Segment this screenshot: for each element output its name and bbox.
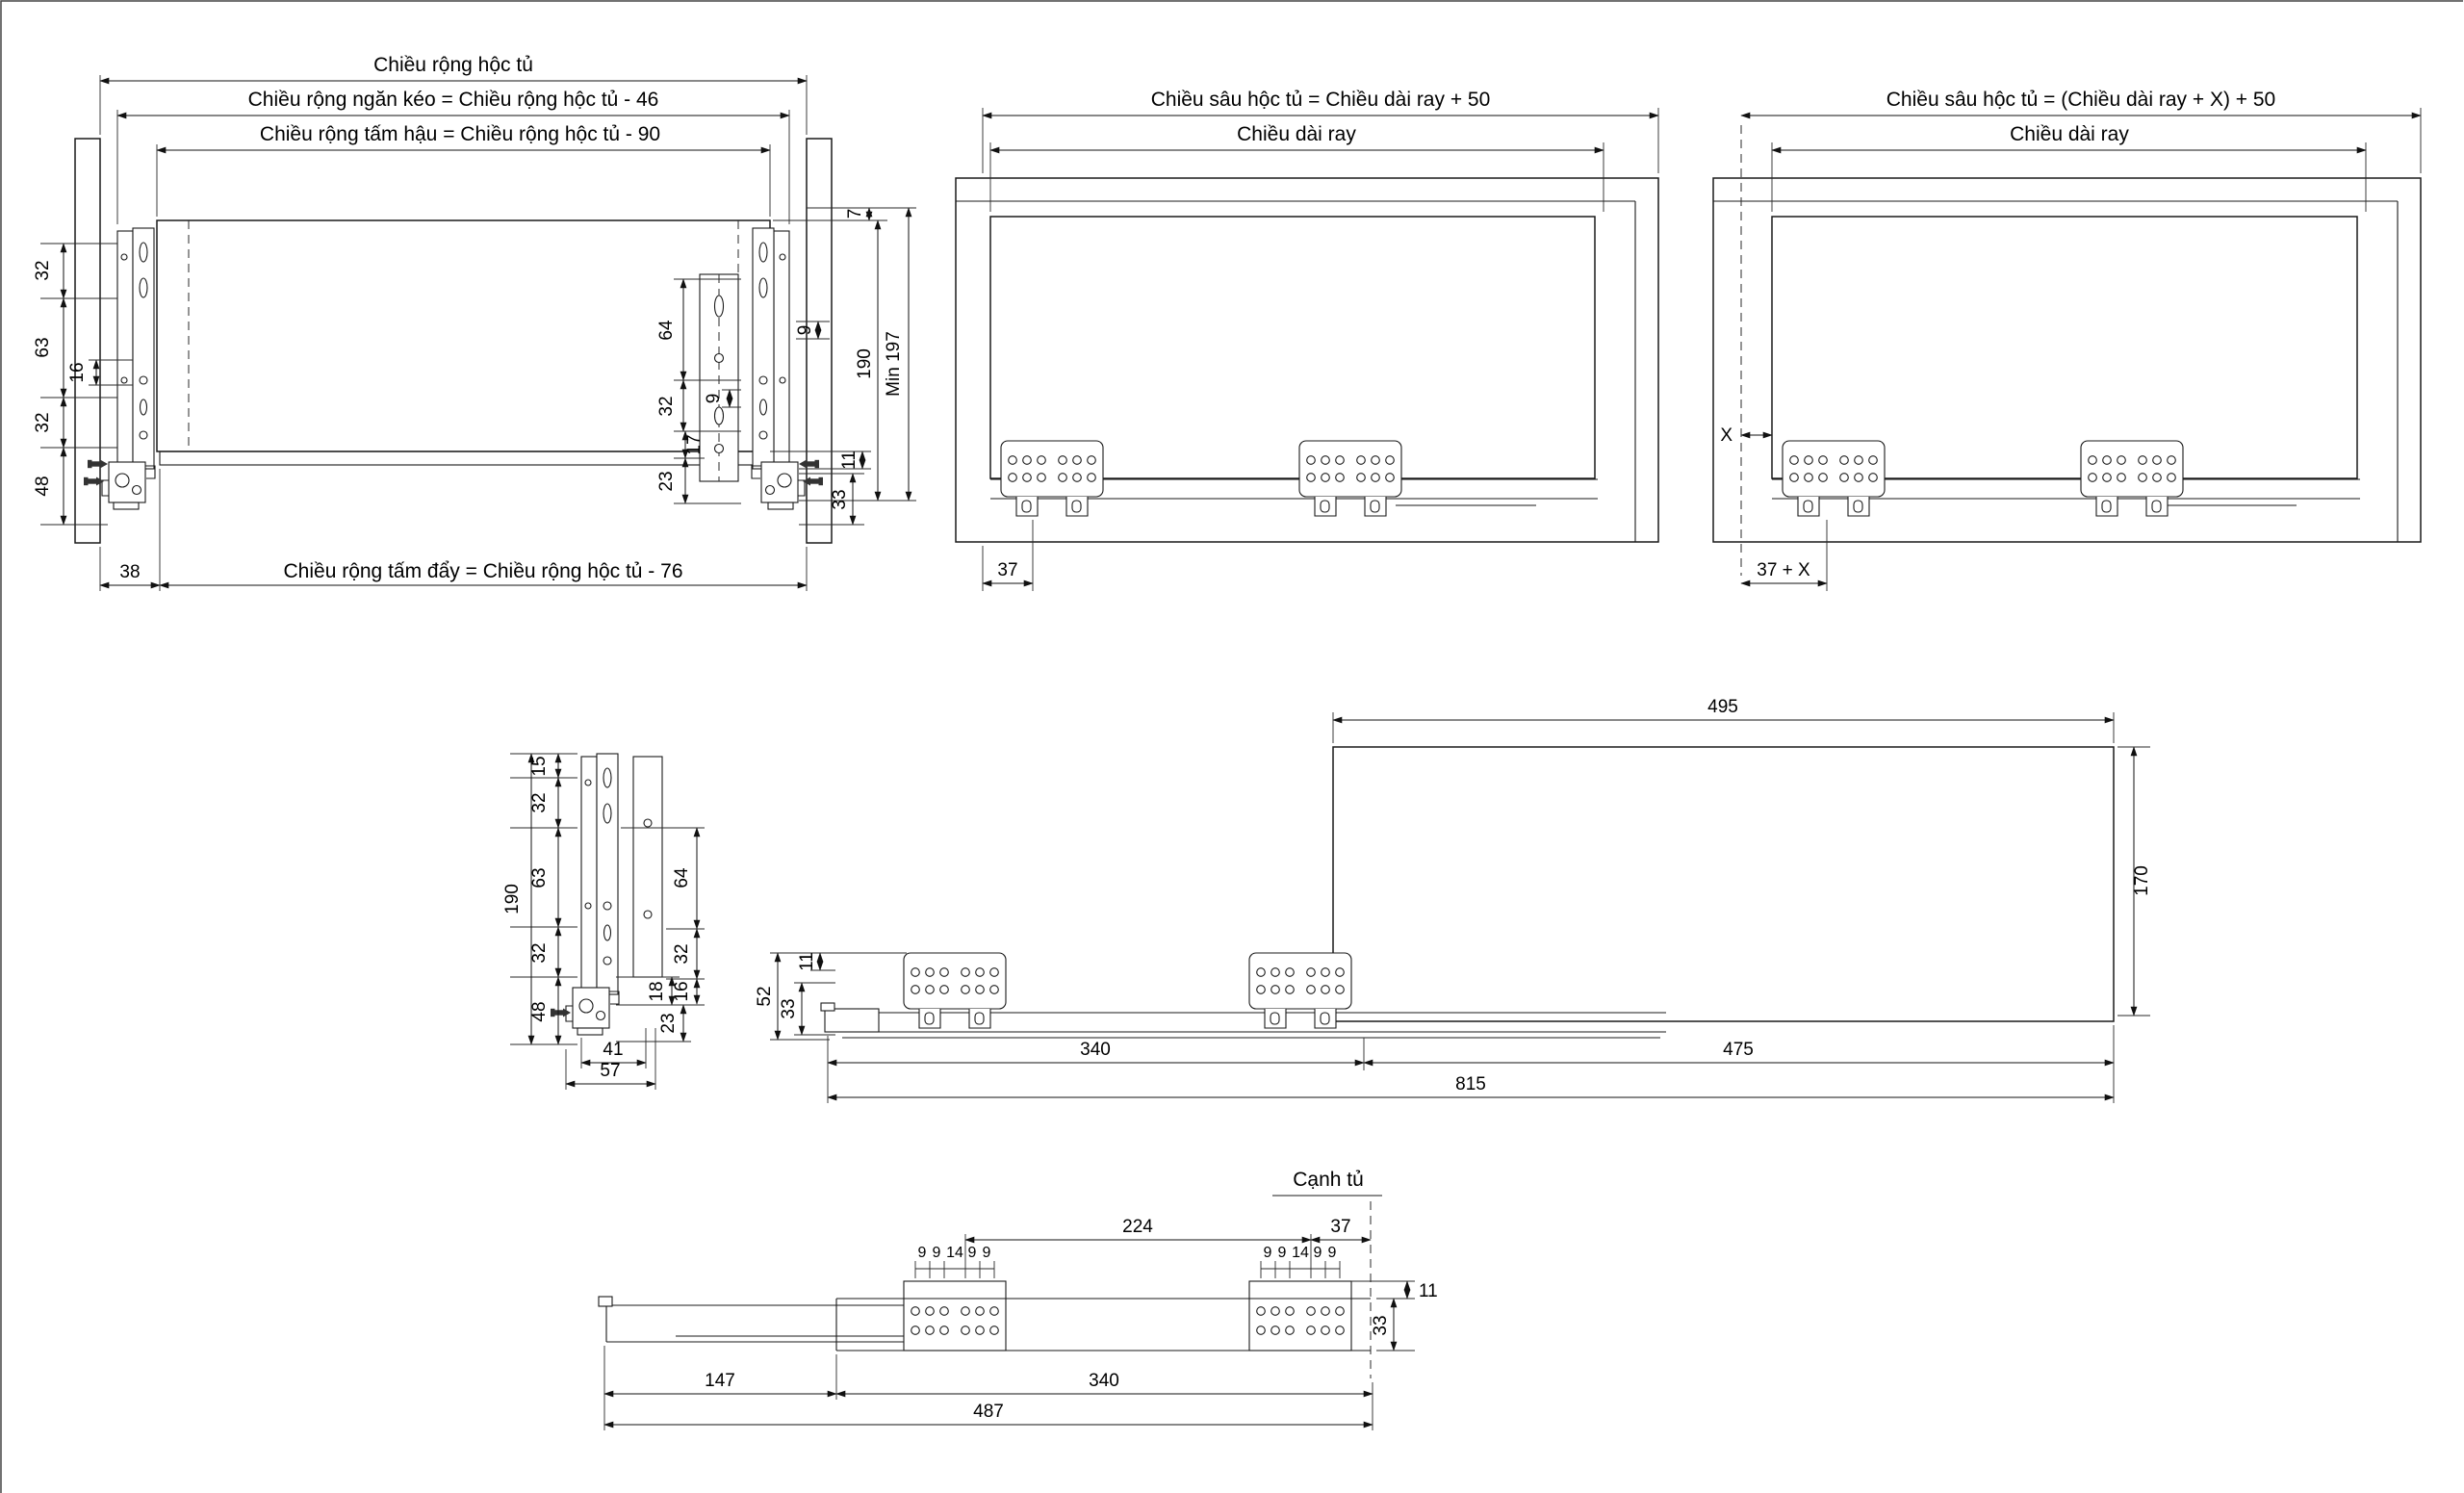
dim-17: 17 — [684, 434, 705, 454]
rail-bracket — [1782, 440, 1886, 517]
right-slide-profile — [751, 227, 806, 510]
dim-32: 32 — [672, 943, 692, 964]
dim-drawer-width: Chiều rộng ngăn kéo = Chiều rộng hộc tủ … — [248, 89, 659, 111]
dim-15: 15 — [529, 756, 550, 776]
dim-bottom-panel-width: Chiều rộng tấm đẩy = Chiều rộng hộc tủ -… — [284, 560, 683, 582]
dim-x: X — [1720, 425, 1732, 446]
dim-11: 11 — [839, 450, 860, 470]
dim-11: 11 — [797, 952, 817, 971]
rail-plan-view: Cạnh tủ 224 37 9 9 14 9 9 9 9 14 9 9 11 … — [598, 1169, 1438, 1430]
rail-bracket — [1248, 952, 1352, 1029]
dim-back-panel-width: Chiều rộng tấm hậu = Chiều rộng hộc tủ -… — [260, 123, 660, 145]
drawer-side-panel — [1771, 216, 2358, 479]
dim-hole-gap: 9 — [1264, 1245, 1272, 1261]
dim-340: 340 — [1080, 1040, 1111, 1060]
dim-23: 23 — [658, 1013, 679, 1033]
dim-475: 475 — [1723, 1040, 1754, 1060]
dim-33: 33 — [830, 489, 850, 509]
cabinet-edge-label: Cạnh tủ — [1293, 1169, 1364, 1191]
rail-bracket — [1298, 440, 1402, 517]
drawer-side-panel — [989, 216, 1596, 479]
rail-front-hook — [598, 1296, 613, 1307]
dim-32: 32 — [33, 260, 53, 280]
dim-48: 48 — [529, 1001, 550, 1021]
front-view: Chiều rộng hộc tủ Chiều rộng ngăn kéo = … — [33, 54, 916, 591]
rail-bracket — [903, 952, 1007, 1029]
dim-16: 16 — [672, 981, 692, 1001]
dim-815: 815 — [1455, 1074, 1486, 1094]
dim-7: 7 — [845, 209, 865, 219]
dim-64: 64 — [656, 320, 677, 341]
dim-64: 64 — [672, 867, 692, 888]
dim-hole-gap: 9 — [1328, 1245, 1337, 1261]
dim-52: 52 — [755, 986, 775, 1006]
dim-37: 37 — [997, 560, 1017, 580]
dim-hole-gap: 9 — [918, 1245, 927, 1261]
dim-48: 48 — [33, 476, 53, 496]
dim-cabinet-depth: Chiều sâu hộc tủ = (Chiều dài ray + X) +… — [1886, 89, 2276, 111]
dim-min-197: Min 197 — [884, 331, 904, 397]
dim-32: 32 — [656, 396, 677, 416]
dim-37-plus-x: 37 + X — [1757, 560, 1810, 580]
side-view-a: Chiều sâu hộc tủ = Chiều dài ray + 50 Ch… — [955, 89, 1659, 591]
dim-16: 16 — [67, 362, 88, 382]
dim-18: 18 — [647, 981, 667, 1001]
dim-147: 147 — [705, 1371, 735, 1391]
drawer-box-side — [1332, 746, 2115, 1022]
dim-11: 11 — [1419, 1281, 1438, 1301]
dim-cabinet-width: Chiều rộng hộc tủ — [373, 54, 533, 76]
dim-33: 33 — [779, 998, 799, 1018]
rail-bracket — [2080, 440, 2184, 517]
dim-9: 9 — [704, 394, 724, 404]
dim-hole-gap: 9 — [933, 1245, 941, 1261]
dim-hole-gap: 14 — [1292, 1245, 1309, 1261]
dim-224: 224 — [1122, 1217, 1153, 1237]
screw-icon — [551, 1008, 571, 1017]
dim-9: 9 — [795, 325, 815, 336]
slide-profile — [565, 753, 620, 1036]
dim-41: 41 — [603, 1040, 623, 1060]
dim-495: 495 — [1707, 697, 1738, 717]
dim-rail-length: Chiều dài ray — [2010, 123, 2129, 145]
section-view: 15 32 63 32 48 190 64 32 16 18 23 41 57 — [502, 753, 705, 1090]
rail-bracket — [1000, 440, 1104, 517]
dim-cabinet-depth: Chiều sâu hộc tủ = Chiều dài ray + 50 — [1151, 89, 1491, 111]
dim-487: 487 — [973, 1402, 1004, 1422]
cabinet-outline — [1712, 177, 2422, 543]
cabinet-outline — [955, 177, 1659, 543]
dim-340: 340 — [1089, 1371, 1119, 1391]
dim-190: 190 — [855, 348, 875, 379]
dim-hole-gap: 14 — [946, 1245, 963, 1261]
dim-32: 32 — [33, 412, 53, 432]
drawer-bottom-panel — [159, 450, 761, 466]
dim-32: 32 — [529, 792, 550, 812]
side-view-b: Chiều sâu hộc tủ = (Chiều dài ray + X) +… — [1712, 89, 2422, 591]
dim-hole-gap: 9 — [983, 1245, 991, 1261]
dim-38: 38 — [119, 562, 140, 582]
dim-32: 32 — [529, 942, 550, 963]
dim-190: 190 — [502, 884, 523, 914]
dim-hole-gap: 9 — [968, 1245, 977, 1261]
dim-63: 63 — [33, 337, 53, 357]
drawer-back-panel — [156, 219, 771, 452]
dim-33: 33 — [1371, 1315, 1391, 1335]
dim-57: 57 — [600, 1061, 620, 1081]
left-slide-profile — [101, 227, 156, 510]
cabinet-left-wall — [74, 138, 101, 544]
dim-37: 37 — [1330, 1217, 1350, 1237]
cabinet-right-wall — [806, 138, 833, 544]
drawer-side-edge — [632, 756, 663, 978]
dim-170: 170 — [2132, 865, 2152, 896]
dim-rail-length: Chiều dài ray — [1237, 123, 1356, 145]
dim-23: 23 — [656, 471, 677, 491]
dim-hole-gap: 9 — [1278, 1245, 1287, 1261]
rail-front-piece — [824, 1008, 880, 1033]
dim-hole-gap: 9 — [1314, 1245, 1322, 1261]
rail-bracket — [903, 1280, 1007, 1351]
dim-63: 63 — [529, 867, 550, 888]
rail-side-view: 495 170 11 33 52 340 475 815 — [755, 697, 2152, 1103]
rail-bracket — [1248, 1280, 1352, 1351]
